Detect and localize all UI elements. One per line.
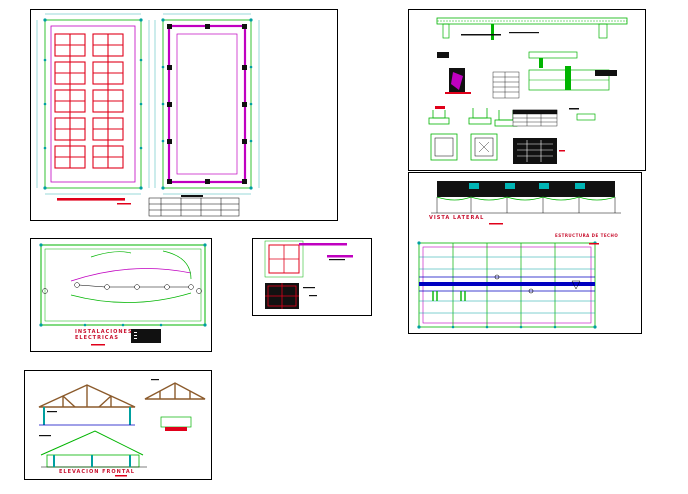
electrical-title: INSTALACIONES ELECTRICAS [75, 329, 133, 341]
sheet-frontal-elevation: ELEVACION FRONTAL [24, 370, 212, 480]
sheet-structural-details [408, 9, 646, 171]
sheet-electrical: INSTALACIONES ELECTRICAS [30, 238, 212, 352]
lateral-and-roof-drawing [417, 181, 621, 329]
frontal-elevation-drawing [38, 379, 206, 477]
roof-structure-title: ESTRUCTURA DE TECHO [555, 233, 619, 238]
sheet-lateral-and-roof: VISTA LATERAL ESTRUCTURA DE TECHO [408, 172, 642, 334]
sheet-floor-plan [30, 9, 338, 221]
electrical-drawing [39, 243, 207, 346]
lateral-view-title: VISTA LATERAL [429, 215, 485, 221]
floor-plan-drawing [36, 13, 260, 217]
frontal-elevation-title: ELEVACION FRONTAL [59, 469, 135, 475]
window-detail-drawing [264, 240, 353, 309]
structural-details-drawing [428, 17, 628, 164]
sheet-window-detail [252, 238, 372, 316]
